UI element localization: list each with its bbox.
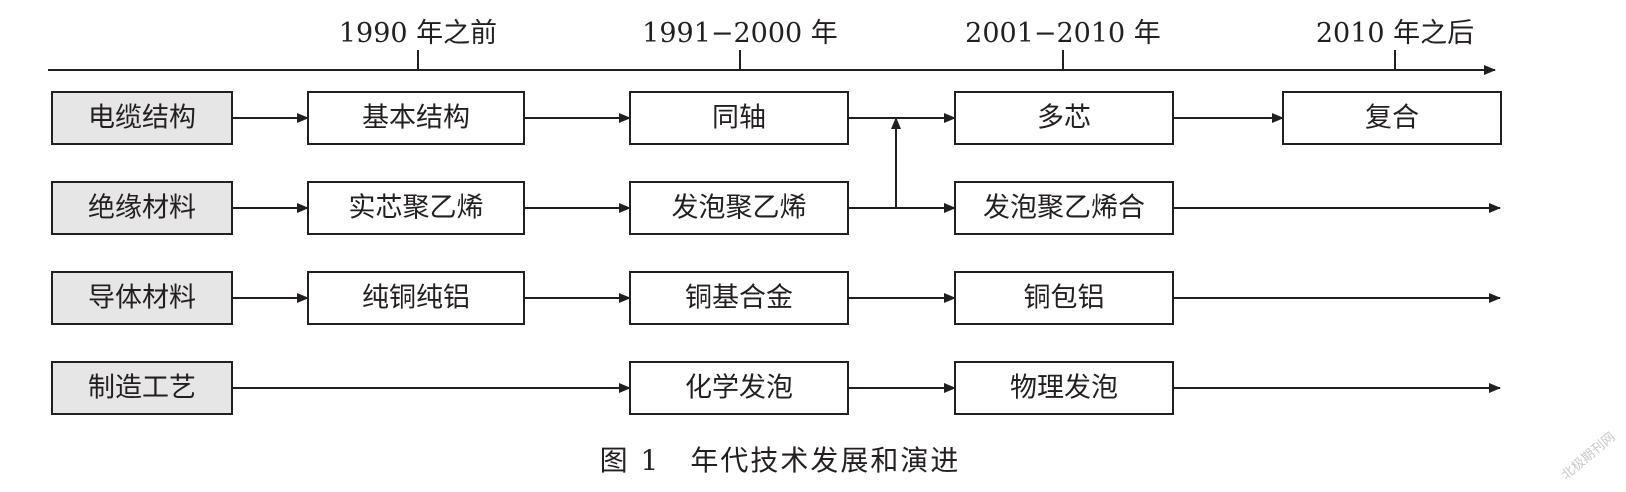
era-label-2: 1991−2000 年 bbox=[642, 18, 838, 49]
stage-box-coaxial bbox=[629, 91, 849, 145]
category-label-conductor-material: 导体材料 bbox=[88, 283, 196, 314]
category-box-insulation-material bbox=[51, 181, 233, 235]
watermark: 北极期刊网 bbox=[1559, 430, 1618, 483]
category-label-manufacturing-process: 制造工艺 bbox=[88, 373, 196, 404]
stage-box-pure-cu-al bbox=[307, 271, 525, 325]
stage-label-solid-pe: 实芯聚乙烯 bbox=[349, 193, 484, 224]
category-label-insulation-material: 绝缘材料 bbox=[88, 193, 196, 224]
stage-box-chemical-foaming bbox=[629, 361, 849, 415]
stage-label-chemical-foaming: 化学发泡 bbox=[685, 373, 793, 404]
row-cable-structure: 电缆结构 基本结构 同轴 多芯 复合 bbox=[51, 91, 1502, 145]
timeline: 1990 年之前 1991−2000 年 2001−2010 年 2010 年之… bbox=[48, 18, 1496, 75]
row-insulation-material: 绝缘材料 实芯聚乙烯 发泡聚乙烯 发泡聚乙烯合 bbox=[51, 117, 1501, 235]
stage-box-composite bbox=[1282, 91, 1502, 145]
era-label-1: 1990 年之前 bbox=[339, 18, 497, 49]
stage-label-pure-cu-al: 纯铜纯铝 bbox=[362, 283, 470, 314]
stage-label-basic-structure: 基本结构 bbox=[362, 103, 470, 134]
stage-label-composite: 复合 bbox=[1365, 103, 1419, 134]
row-conductor-material: 导体材料 纯铜纯铝 铜基合金 铜包铝 bbox=[51, 271, 1501, 325]
stage-label-ccam: 铜包铝 bbox=[1024, 283, 1105, 314]
stage-box-ccam bbox=[954, 271, 1174, 325]
category-label-cable-structure: 电缆结构 bbox=[88, 103, 196, 134]
category-box-conductor-material bbox=[51, 271, 233, 325]
category-box-manufacturing-process bbox=[51, 361, 233, 415]
stage-label-cu-alloy: 铜基合金 bbox=[685, 283, 793, 314]
stage-label-foamed-pe-compound: 发泡聚乙烯合 bbox=[983, 193, 1145, 224]
stage-box-solid-pe bbox=[307, 181, 525, 235]
stage-label-foamed-pe: 发泡聚乙烯 bbox=[672, 193, 807, 224]
figure-caption: 图 1 年代技术发展和演进 bbox=[600, 444, 961, 477]
stage-label-multicore: 多芯 bbox=[1037, 103, 1091, 134]
category-box-cable-structure bbox=[51, 91, 233, 145]
stage-label-coaxial: 同轴 bbox=[712, 103, 766, 134]
row-manufacturing-process: 制造工艺 化学发泡 物理发泡 bbox=[51, 361, 1501, 415]
stage-box-foamed-pe bbox=[629, 181, 849, 235]
era-label-3: 2001−2010 年 bbox=[965, 18, 1161, 49]
era-label-4: 2010 年之后 bbox=[1316, 18, 1474, 49]
stage-label-physical-foaming: 物理发泡 bbox=[1010, 373, 1118, 404]
